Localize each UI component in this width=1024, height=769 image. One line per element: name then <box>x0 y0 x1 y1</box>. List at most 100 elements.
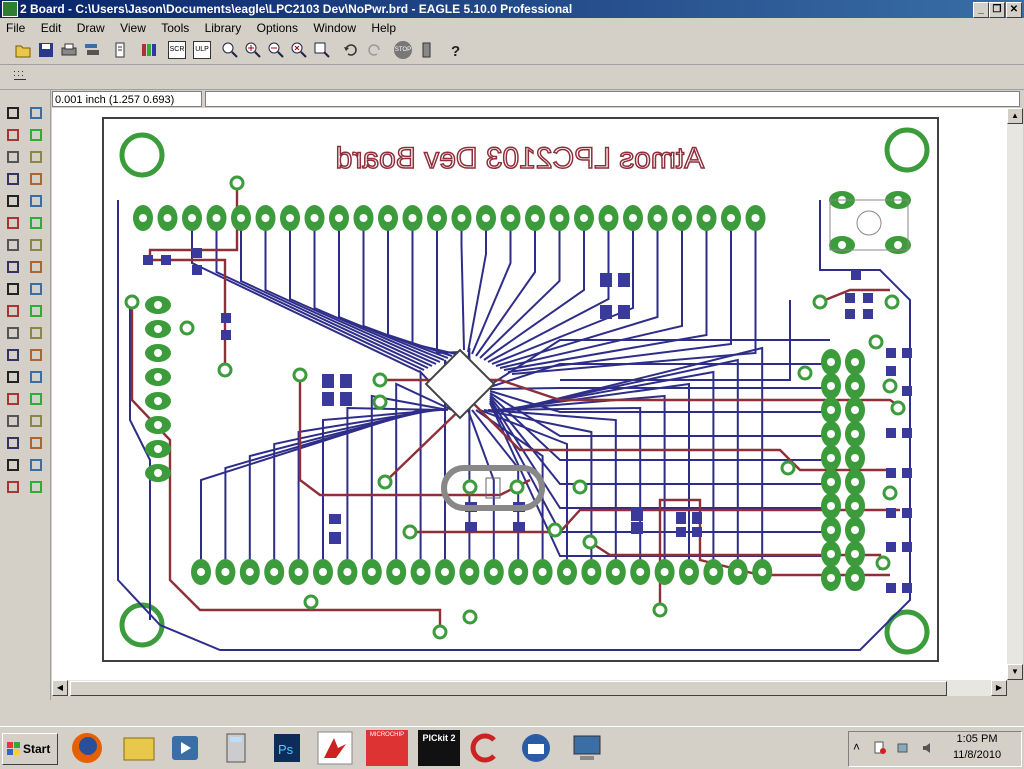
remote-desktop-icon[interactable] <box>566 730 608 766</box>
via <box>292 367 308 383</box>
stop-button[interactable]: STOP <box>394 41 412 59</box>
tool-arc-icon[interactable] <box>4 368 22 386</box>
header-pad <box>191 559 211 585</box>
tool-polygon-icon[interactable] <box>4 390 22 408</box>
calculator-icon[interactable] <box>215 730 257 766</box>
minimize-button[interactable]: _ <box>973 2 989 18</box>
tool-display-icon[interactable] <box>4 126 22 144</box>
ccleaner-icon[interactable] <box>464 730 506 766</box>
ulp-button[interactable]: ULP <box>193 41 211 59</box>
eagle-app-icon[interactable] <box>314 730 356 766</box>
menu-draw[interactable]: Draw <box>76 21 105 35</box>
tool-change-icon[interactable] <box>27 192 45 210</box>
smd-pad <box>902 542 912 552</box>
tool-attribute-icon[interactable] <box>4 434 22 452</box>
menu-options[interactable]: Options <box>256 21 298 35</box>
tool-text-icon[interactable] <box>4 346 22 364</box>
tool-paste-icon[interactable] <box>4 214 22 232</box>
help-icon[interactable]: ? <box>446 41 464 59</box>
menu-view[interactable]: View <box>120 21 146 35</box>
tool-name-icon[interactable] <box>27 280 45 298</box>
tool-hole-icon[interactable] <box>27 412 45 430</box>
bottom-trace <box>511 218 757 375</box>
menu-library[interactable]: Library <box>204 21 242 35</box>
scroll-down-button[interactable]: ▼ <box>1007 664 1023 680</box>
zoom-redraw-icon[interactable] <box>290 41 308 59</box>
menu-help[interactable]: Help <box>371 21 397 35</box>
open-icon[interactable] <box>14 41 32 59</box>
board-canvas[interactable]: Atmos LPC2103 Dev Board <box>52 108 1007 680</box>
tool-ripup-icon[interactable] <box>4 324 22 342</box>
menu-file[interactable]: File <box>6 21 26 35</box>
tool-optimize-icon[interactable] <box>4 258 22 276</box>
show-hidden-icons-icon[interactable]: ˄ <box>853 740 861 754</box>
tool-move-icon[interactable] <box>4 148 22 166</box>
tool-via-icon[interactable] <box>27 390 45 408</box>
tool-rect-icon[interactable] <box>27 368 45 386</box>
grid-icon[interactable] <box>12 69 28 85</box>
tool-miter-icon[interactable] <box>4 280 22 298</box>
tool-add-icon[interactable] <box>4 236 22 254</box>
tool-info-icon[interactable] <box>4 104 22 122</box>
script-icon[interactable] <box>111 41 129 59</box>
library-icon[interactable] <box>140 41 158 59</box>
media-player-icon[interactable] <box>164 730 206 766</box>
volume-icon[interactable] <box>921 741 935 755</box>
firefox-icon[interactable] <box>66 730 108 766</box>
menu-window[interactable]: Window <box>313 21 356 35</box>
menu-tools[interactable]: Tools <box>161 21 190 35</box>
save-icon[interactable] <box>37 41 55 59</box>
tool-circle-icon[interactable] <box>27 346 45 364</box>
zoom-fit-icon[interactable] <box>221 41 239 59</box>
scroll-right-button[interactable]: ▶ <box>991 680 1007 696</box>
tool-auto-icon[interactable] <box>4 456 22 474</box>
via <box>124 294 140 310</box>
action-center-icon[interactable] <box>873 741 887 755</box>
tool-delete-icon[interactable] <box>27 214 45 232</box>
menu-edit[interactable]: Edit <box>40 21 62 35</box>
zoom-in-icon[interactable] <box>244 41 262 59</box>
thunderbird-icon[interactable] <box>515 730 557 766</box>
tool-show-icon[interactable] <box>27 104 45 122</box>
tool-split-icon[interactable] <box>27 236 45 254</box>
tool-erc-icon[interactable] <box>27 456 45 474</box>
horizontal-scrollbar[interactable]: ◀ ▶ <box>52 680 1007 696</box>
tool-errors-icon[interactable] <box>27 478 45 496</box>
vertical-scrollbar[interactable]: ▲ ▼ <box>1007 108 1023 680</box>
undo-icon[interactable] <box>342 41 360 59</box>
scroll-thumb[interactable] <box>70 681 947 696</box>
scroll-up-button[interactable]: ▲ <box>1007 108 1023 124</box>
print-icon[interactable] <box>60 41 78 59</box>
tool-wire-icon[interactable] <box>27 324 45 342</box>
photoshop-icon[interactable]: Ps <box>266 730 308 766</box>
close-button[interactable]: ✕ <box>1006 2 1022 18</box>
tool-copy-icon[interactable] <box>27 148 45 166</box>
start-button[interactable]: Start <box>2 733 58 765</box>
pickit2-icon[interactable]: PICkit 2 <box>418 730 460 766</box>
tool-grid-icon[interactable] <box>27 126 45 144</box>
go-icon[interactable] <box>418 41 436 59</box>
scroll-left-button[interactable]: ◀ <box>52 680 68 696</box>
tool-ratsnest-icon[interactable] <box>27 434 45 452</box>
button-pad <box>829 236 855 254</box>
tool-signal-icon[interactable] <box>4 412 22 430</box>
zoom-select-icon[interactable] <box>313 41 331 59</box>
tool-mirror-icon[interactable] <box>4 170 22 188</box>
tool-value-icon[interactable] <box>4 302 22 320</box>
tool-rotate-icon[interactable] <box>27 170 45 188</box>
command-line-input[interactable] <box>205 91 1020 107</box>
network-icon[interactable] <box>897 741 911 755</box>
tool-group-icon[interactable] <box>4 192 22 210</box>
microchip-icon[interactable]: MICROCHIP <box>366 730 408 766</box>
tool-smash-icon[interactable] <box>27 258 45 276</box>
smd-pad <box>886 366 896 376</box>
zoom-out-icon[interactable] <box>267 41 285 59</box>
explorer-icon[interactable] <box>118 730 160 766</box>
cam-icon[interactable] <box>83 41 101 59</box>
bottom-trace <box>224 409 425 572</box>
redo-icon[interactable] <box>365 41 383 59</box>
tool-route-icon[interactable] <box>27 302 45 320</box>
tool-drc-icon[interactable] <box>4 478 22 496</box>
scr-button[interactable]: SCR <box>168 41 186 59</box>
restore-button[interactable]: ❐ <box>989 2 1005 18</box>
